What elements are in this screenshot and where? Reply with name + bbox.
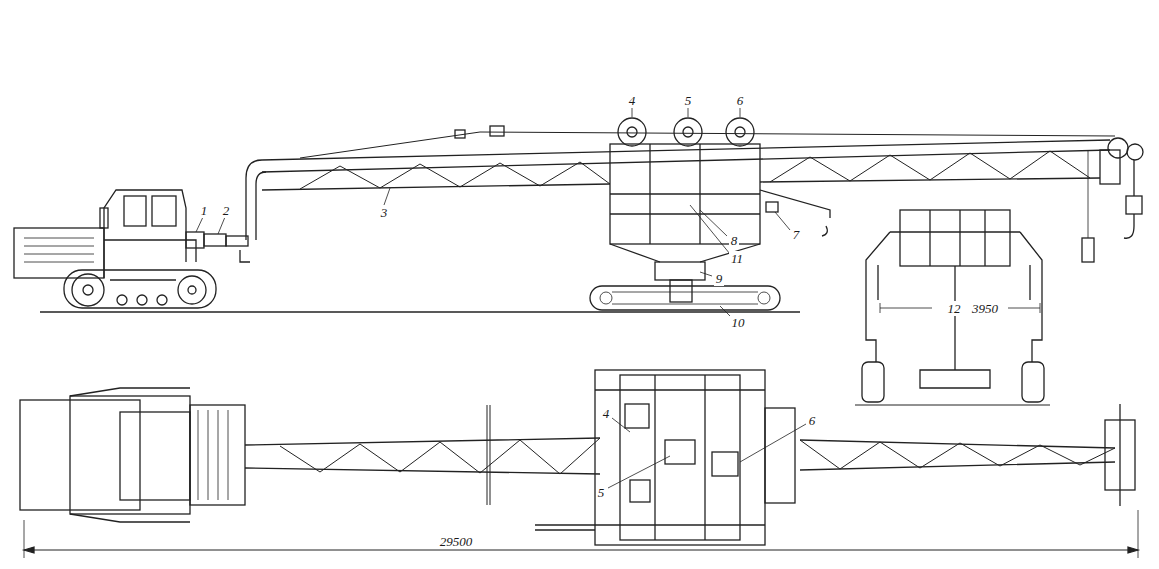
callout-number: 9 bbox=[714, 271, 725, 286]
callout-number: 4 bbox=[601, 406, 612, 421]
callout-number: 10 bbox=[730, 315, 747, 330]
dimension-value: 3950 bbox=[970, 301, 1000, 316]
dimension-value: 29500 bbox=[438, 534, 475, 549]
callout-number: 7 bbox=[791, 227, 802, 242]
callout-number: 2 bbox=[221, 203, 232, 218]
callout-number: 8 bbox=[729, 233, 740, 248]
callout-number: 6 bbox=[735, 93, 746, 108]
callout-number: 4 bbox=[627, 93, 638, 108]
callout-number: 12 bbox=[946, 301, 963, 316]
callout-number: 5 bbox=[596, 485, 607, 500]
callout-number: 1 bbox=[199, 203, 210, 218]
callout-number: 11 bbox=[729, 251, 745, 266]
callout-number: 5 bbox=[683, 93, 694, 108]
callout-number: 6 bbox=[807, 413, 818, 428]
callout-number: 3 bbox=[379, 205, 390, 220]
